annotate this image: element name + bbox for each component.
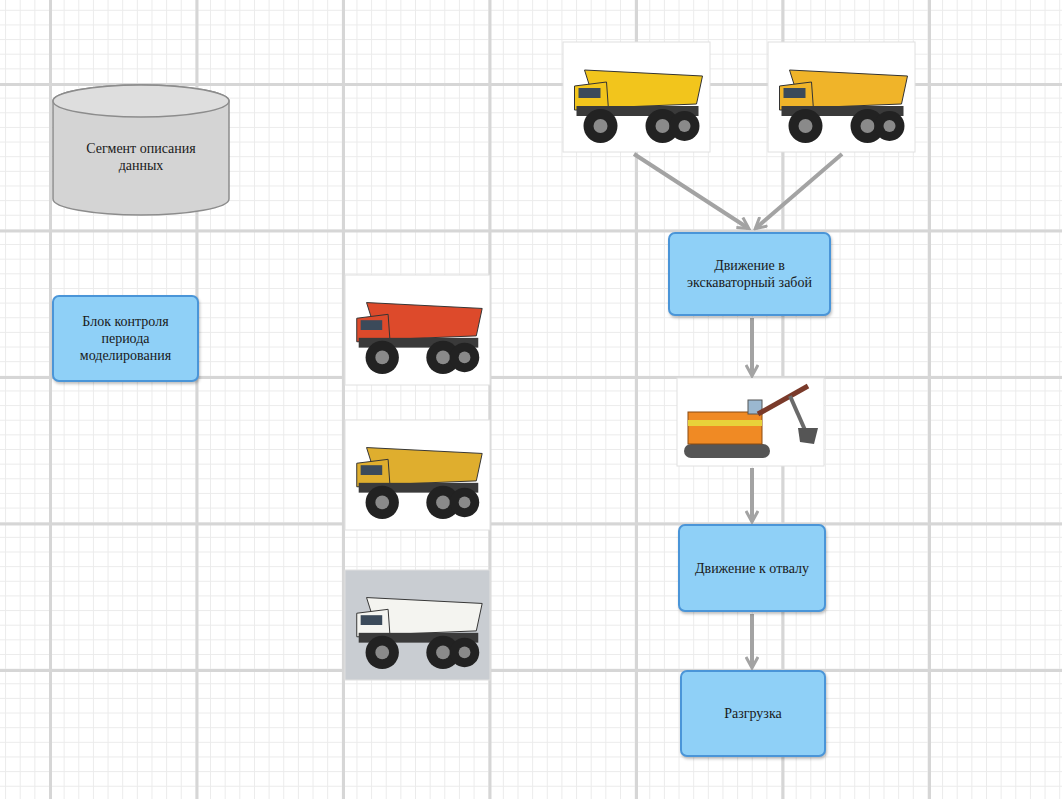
truck-picture <box>345 275 490 385</box>
process-box: Разгрузка <box>680 670 826 757</box>
flow-arrow <box>634 154 842 521</box>
truck-picture <box>768 42 915 152</box>
node-label: Разгрузка <box>716 705 789 722</box>
flow-arrow <box>750 614 754 667</box>
node-label: Блок контроля периода моделирования <box>54 313 197 364</box>
truck-picture <box>563 42 710 152</box>
excavator-picture <box>677 378 824 466</box>
truck-picture <box>345 570 490 680</box>
node-label: Движение к отвалу <box>687 560 817 577</box>
node-label: Сегмент описания данных <box>52 126 230 174</box>
process-box: Движение в экскаваторный забой <box>668 232 831 316</box>
process-box: Движение к отвалу <box>678 524 826 612</box>
data-store: Сегмент описания данных <box>52 85 230 215</box>
process-box: Блок контроля периода моделирования <box>52 295 199 382</box>
truck-picture <box>345 420 490 530</box>
node-label: Движение в экскаваторный забой <box>670 257 829 291</box>
